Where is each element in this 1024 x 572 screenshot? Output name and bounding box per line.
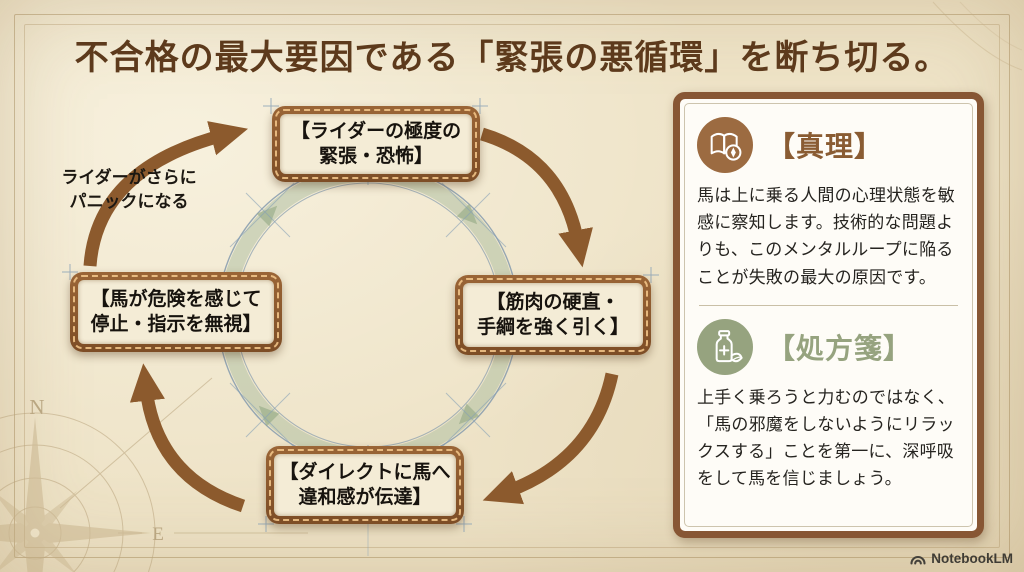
page-title: 不合格の最大要因である「緊張の悪循環」を断ち切る。 <box>74 40 950 77</box>
cycle-arrow-nw <box>83 121 249 267</box>
compass-north-label: N <box>29 395 44 419</box>
node-box-horse-refuses: 【馬が危険を感じて 停止・指示を無視】 <box>70 272 282 352</box>
truth-section: 【真理】 馬は上に乗る人間の心理状態を敏感に察知します。技術的な問題よりも、この… <box>697 117 960 291</box>
truth-title: 【真理】 <box>767 132 884 163</box>
node-label-line: 【筋肉の硬直・ <box>486 291 620 313</box>
stitch-border <box>275 109 477 179</box>
side-note-line: パニックになる <box>69 191 189 211</box>
medicine-bottle-leaf-icon <box>697 318 753 375</box>
node-label-line: 【ダイレクトに馬へ <box>279 461 451 483</box>
compass-rose-icon: N E <box>0 377 308 572</box>
truth-body: 馬は上に乗る人間の心理状態を敏感に察知します。技術的な問題よりも、このメンタルル… <box>697 186 955 287</box>
node-box-rider-tension: 【ライダーの極度の 緊張・恐怖】 <box>272 106 480 182</box>
cycle-arrow-se <box>482 372 619 505</box>
prescription-body: 上手く乗ろうと力むのではなく、「馬の邪魔をしないようにリラックスする」ことを第一… <box>697 387 955 489</box>
node-label-line: 手綱を強く引く】 <box>476 317 629 338</box>
node-label-line: 【馬が危険を感じて <box>90 288 262 310</box>
notebooklm-brand-text: NotebookLM <box>931 551 1013 566</box>
side-note-panic: ライダーがさらに パニックになる <box>44 166 214 214</box>
node-box-discomfort-transmitted: 【ダイレクトに馬へ 違和感が伝達】 <box>266 446 464 524</box>
notebooklm-brand: NotebookLM <box>910 551 1013 566</box>
section-divider <box>699 304 958 306</box>
node-label-line: 緊張・恐怖】 <box>318 146 433 167</box>
cycle-arrow-sw <box>129 363 246 513</box>
stitch-border <box>458 278 648 352</box>
prescription-title: 【処方箋】 <box>767 333 913 365</box>
stitch-border <box>269 449 461 521</box>
node-label-line: 【ライダーの極度の <box>290 120 462 142</box>
stitch-border <box>73 275 279 349</box>
cycle-arrow-ne <box>480 127 593 268</box>
map-decor-arcs <box>932 1 1023 71</box>
side-note-line: ライダーがさらに <box>61 168 197 187</box>
node-label-line: 違和感が伝達】 <box>298 487 432 508</box>
notebooklm-logo-icon <box>910 555 926 565</box>
node-box-muscle-stiffness: 【筋肉の硬直・ 手綱を強く引く】 <box>455 275 651 355</box>
book-compass-icon <box>697 117 753 173</box>
info-panel: 【真理】 馬は上に乗る人間の心理状態を敏感に察知します。技術的な問題よりも、この… <box>673 92 984 538</box>
node-label-line: 停止・指示を無視】 <box>90 314 262 335</box>
compass-east-label: E <box>152 524 164 545</box>
prescription-section: 【処方箋】 上手く乗ろうと力むのではなく、「馬の邪魔をしないようにリラックスする… <box>697 318 960 493</box>
